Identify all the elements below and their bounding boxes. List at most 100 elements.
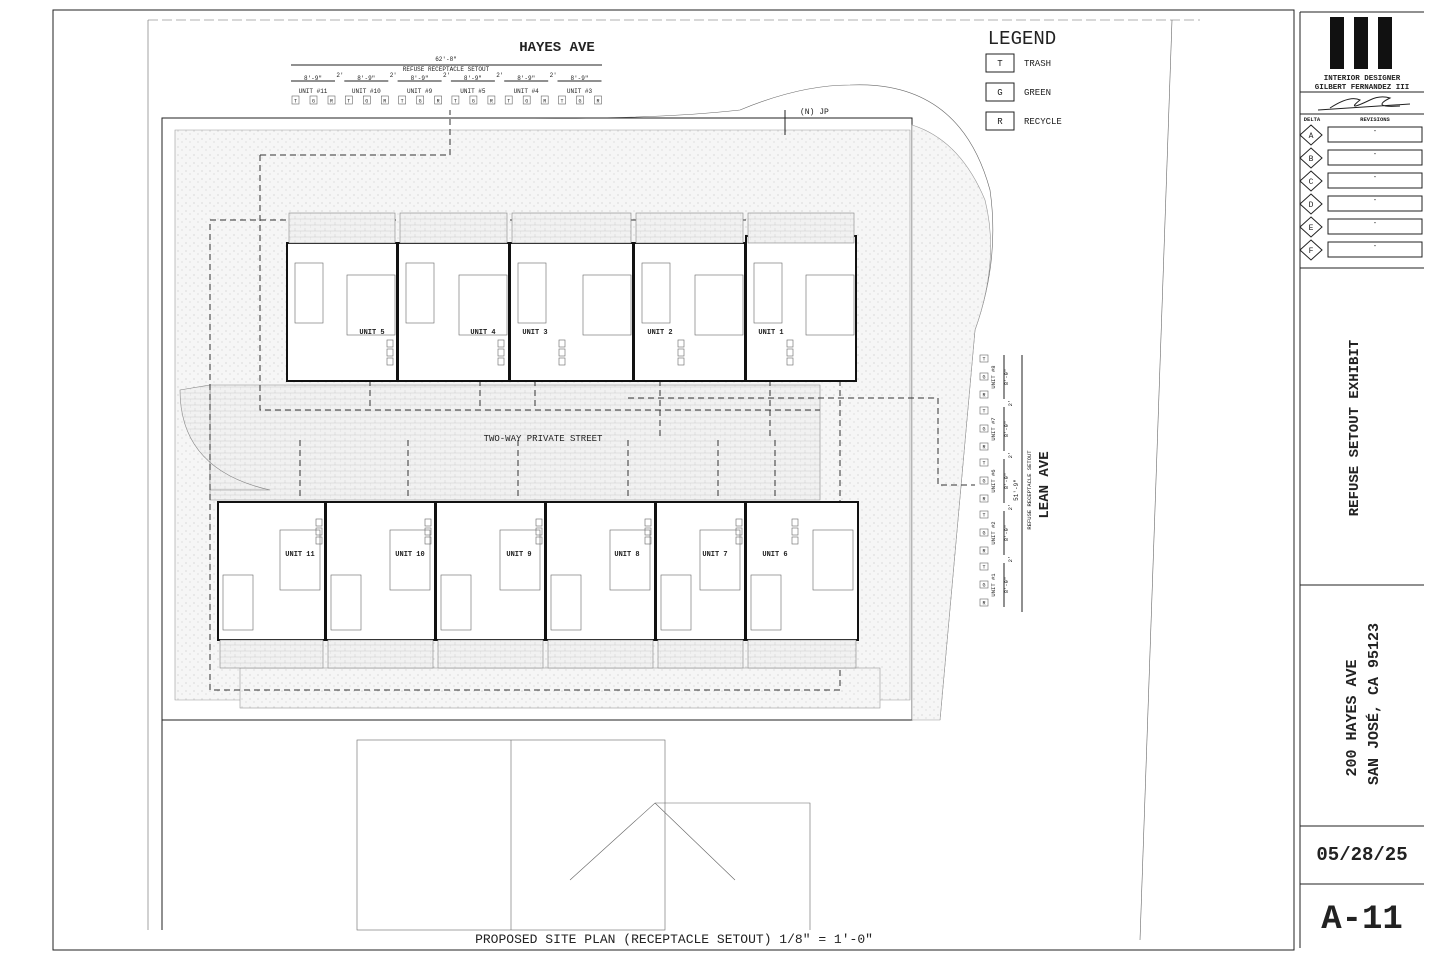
- setout-unit-label: UNIT #3: [567, 88, 593, 95]
- designer-logo: [1330, 17, 1392, 69]
- delta-letter: C: [1309, 178, 1314, 187]
- building-unit-top: UNIT 1: [745, 212, 857, 382]
- revision-field: [1327, 218, 1423, 235]
- revisions-header: REVISIONS: [1360, 116, 1390, 123]
- revision-row: E-: [1299, 216, 1423, 238]
- revision-text: -: [1373, 128, 1377, 136]
- setout-unit-label: UNIT #7: [990, 417, 997, 440]
- address-line-2: SAN JOSÉ, CA 95123: [1365, 623, 1383, 785]
- bin-box: [487, 95, 496, 105]
- bin-key: R: [330, 99, 333, 105]
- bin-box: [451, 95, 460, 105]
- bin-box: [979, 476, 989, 485]
- revision-row: A-: [1299, 124, 1423, 146]
- setout-unit-label: UNIT #5: [460, 88, 486, 95]
- building-unit-top: UNIT 2: [633, 212, 746, 382]
- bin-box: [398, 95, 406, 105]
- revision-text: -: [1373, 197, 1377, 205]
- setout-unit-label: UNIT #9: [407, 88, 433, 95]
- delta-diamond-icon: [1299, 216, 1323, 238]
- bin-box: [979, 390, 989, 399]
- building-unit-bottom: UNIT 11: [217, 501, 326, 669]
- setout-unit-label: UNIT #4: [514, 88, 540, 95]
- setout-segment-dim: 8'-9": [1003, 369, 1010, 386]
- joint-pole-label: (N) JP: [800, 108, 829, 117]
- building-unit-bottom: UNIT 10: [325, 501, 436, 669]
- bin-marker: [644, 536, 652, 545]
- bin-marker: [535, 536, 543, 545]
- delta-diamond-icon: [1299, 170, 1323, 192]
- bin-key: G: [525, 99, 528, 105]
- building-unit-top: UNIT 5: [286, 212, 398, 382]
- bin-box: [309, 95, 318, 105]
- setout-segment-dim: 8'-9": [570, 75, 588, 82]
- bin-marker: [786, 357, 794, 366]
- revision-field: [1327, 172, 1423, 189]
- delta-letter: D: [1309, 201, 1314, 210]
- bin-box: [434, 95, 442, 105]
- street-label-hayes: HAYES AVE: [519, 40, 595, 56]
- revision-field: [1327, 241, 1423, 258]
- title-block-content: INTERIOR DESIGNER GILBERT FERNANDEZ III …: [1299, 11, 1424, 948]
- bin-key: R: [543, 99, 546, 105]
- revision-text: -: [1373, 174, 1377, 182]
- setout-title: REFUSE RECEPTACLE SETOUT: [1026, 450, 1033, 530]
- bin-marker: [786, 339, 794, 348]
- bin-marker: [424, 527, 432, 536]
- unit-label: UNIT 1: [758, 329, 783, 337]
- unit-label: UNIT 8: [614, 551, 639, 559]
- setout-gap-dim: 2': [1007, 556, 1014, 563]
- bin-box: [469, 95, 478, 105]
- delta-letter: B: [1309, 155, 1314, 164]
- unit-label: UNIT 9: [506, 551, 531, 559]
- bin-key: T: [982, 409, 985, 415]
- setout-segment-dim: 8'-9": [411, 75, 429, 82]
- building-unit-top: UNIT 4: [397, 212, 510, 382]
- bin-box: [344, 95, 353, 105]
- drawing-caption: PROPOSED SITE PLAN (RECEPTACLE SETOUT) 1…: [475, 932, 873, 947]
- bin-marker: [735, 527, 743, 536]
- unit-label: UNIT 4: [470, 329, 495, 337]
- bin-box: [979, 442, 989, 451]
- revision-row: D-: [1299, 193, 1423, 215]
- building-unit-bottom: UNIT 6: [745, 501, 859, 669]
- bin-key: R: [383, 99, 386, 105]
- bin-key: T: [982, 565, 985, 571]
- private-street-label: TWO-WAY PRIVATE STREET: [484, 434, 603, 444]
- bin-key: T: [507, 99, 510, 105]
- setout-unit-label: UNIT #2: [990, 521, 997, 544]
- revision-field: [1327, 126, 1423, 143]
- setout-segment-dim: 8'-9": [464, 75, 482, 82]
- unit-label: UNIT 3: [522, 329, 547, 337]
- bin-marker: [315, 527, 323, 536]
- delta-diamond-icon: [1299, 124, 1323, 146]
- designer-signature: [1317, 96, 1411, 111]
- bin-box: [979, 598, 989, 607]
- unit-label: UNIT 7: [702, 551, 727, 559]
- bin-marker: [497, 357, 505, 366]
- setout-segment-dim: 8'-9": [1003, 473, 1010, 490]
- bin-marker: [791, 536, 799, 545]
- bin-key: G: [365, 99, 368, 105]
- delta-diamond-icon: [1299, 147, 1323, 169]
- unit-label: UNIT 5: [359, 329, 384, 337]
- bin-box: [380, 95, 389, 105]
- revision-row: B-: [1299, 147, 1423, 169]
- setout-segment-dim: 8'-9": [357, 75, 375, 82]
- setout-gap-dim: 2': [1007, 452, 1014, 459]
- legend-title: LEGEND: [988, 28, 1056, 50]
- bin-key: G: [982, 531, 985, 537]
- bin-marker: [791, 518, 799, 527]
- bin-key: G: [472, 99, 475, 105]
- setout-title: REFUSE RECEPTACLE SETOUT: [403, 66, 490, 73]
- bin-box: [979, 546, 989, 555]
- sheet-date: 05/28/25: [1316, 844, 1407, 866]
- bin-box: [979, 528, 989, 537]
- legend-label: GREEN: [1024, 88, 1051, 98]
- revision-text: -: [1373, 151, 1377, 159]
- delta-letter: F: [1309, 247, 1314, 256]
